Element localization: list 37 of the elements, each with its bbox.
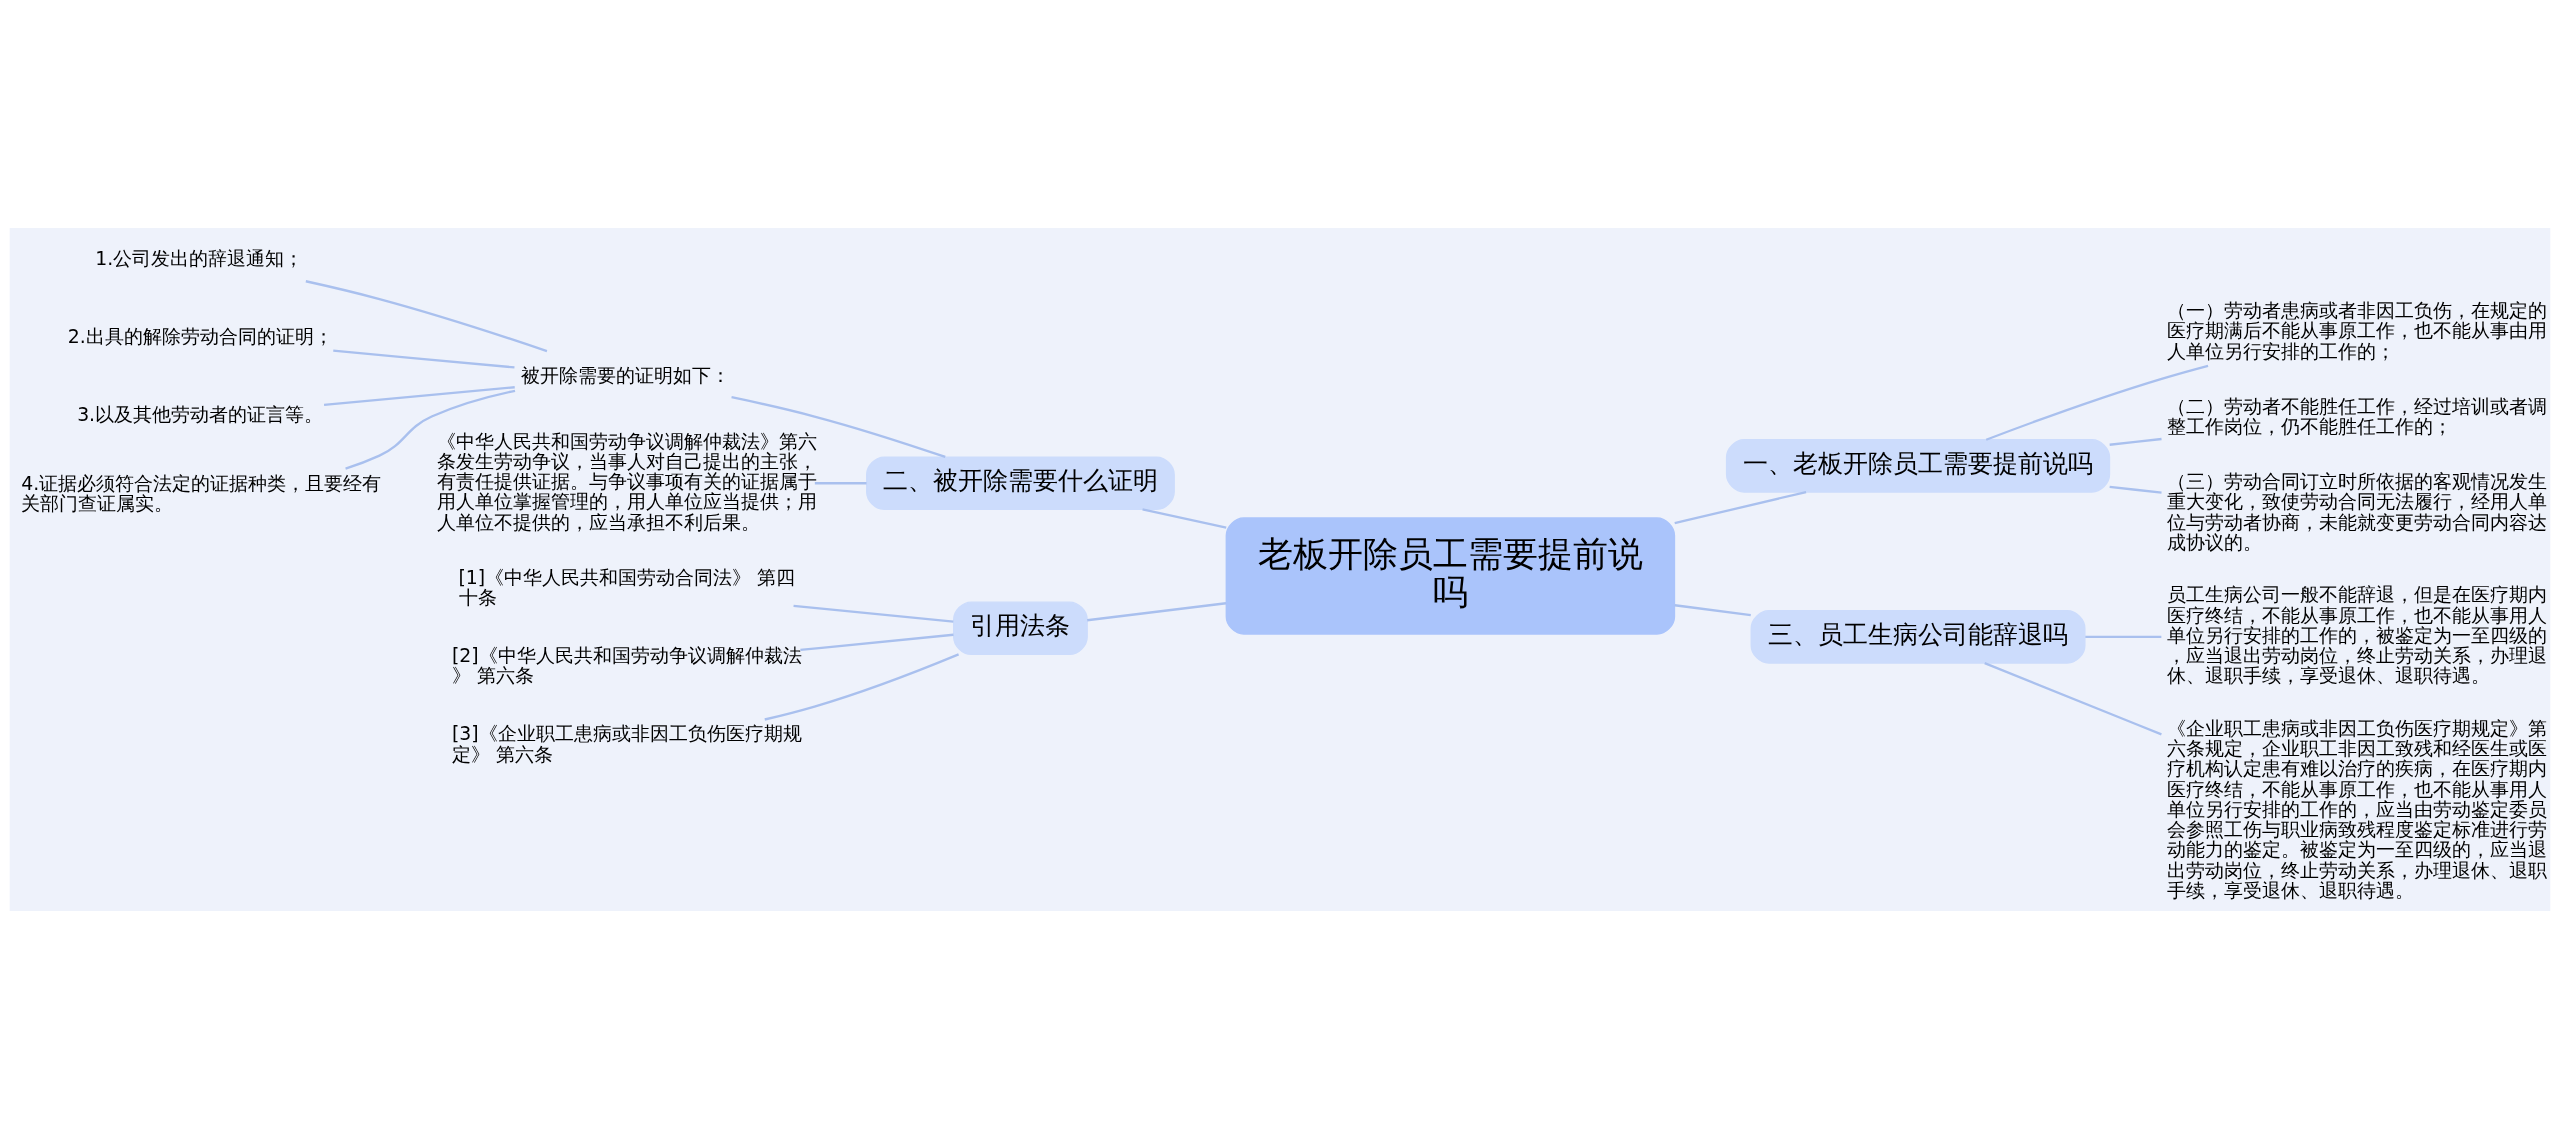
node-text: （三）劳动合同订立时所依据的客观情况发生重大变化，致使劳动合同无法履行，经用人单位与劳动者协商，未能就变更劳动合同内容达成协议的。: [2167, 470, 2548, 553]
connector: [2109, 437, 2162, 446]
node-text: 4.证据必须符合法定的证据种类，且要经有关部门查证属实。: [21, 472, 382, 514]
connector: [1674, 603, 1751, 616]
node-text: 《企业职工患病或非因工负伤医疗期规定》第六条规定，企业职工非因工致残和经医生或医疗机构认定患有难以治疗的疾病，在医疗期内医疗终结，不能从事原工作，也不能从事用人单位另行安排的工作的，应当由劳动鉴定委员会参照工伤与职业病致残程度鉴定标准进行劳动能力的鉴定。被鉴定为一至四级的，应当退出劳动岗位，终止劳动关系，办理退休、退职手续，享受退休、退职待遇。: [2167, 717, 2548, 901]
connector: [764, 652, 960, 721]
connector: [1985, 364, 2209, 441]
node-text: 《中华人民共和国劳动争议调解仲裁法》第六条发生劳动争议，当事人对自己提出的主张，有责任提供证据。与争议事项有关的证据属于用人单位掌握管理的，用人单位应当提供；用人单位不提供的，应当承担不利后果。: [437, 430, 818, 533]
connector: [731, 395, 946, 458]
connector: [814, 481, 867, 484]
node-box: 二、被开除需要什么证明: [866, 455, 1175, 510]
connector: [1674, 490, 1807, 524]
node-box: 老板开除员工需要提前说吗: [1225, 516, 1676, 635]
connector: [345, 389, 516, 470]
node-text: [1]《中华人民共和国劳动合同法》 第四十条: [458, 566, 796, 608]
connector: [800, 633, 954, 651]
node-text: 3.以及其他劳动者的证言等。: [77, 403, 324, 425]
connector: [1087, 601, 1227, 621]
node-box: 引用法条: [953, 600, 1088, 655]
connector: [1984, 661, 2162, 735]
connector: [2109, 485, 2162, 494]
connector: [2085, 635, 2162, 638]
node-text: 被开除需要的证明如下：: [520, 364, 730, 386]
node-text: （一）劳动者患病或者非因工负伤，在规定的医疗期满后不能从事原工作，也不能从事由用人单位另行安排的工作的；: [2167, 299, 2548, 362]
connector: [305, 279, 548, 352]
connector: [793, 604, 954, 623]
node-text: 1.公司发出的辞退通知；: [95, 247, 304, 269]
connector: [323, 385, 515, 406]
node-text: [2]《中华人民共和国劳动争议调解仲裁法》 第六条: [451, 644, 802, 686]
node-text: 员工生病公司一般不能辞退，但是在医疗期内医疗终结，不能从事原工作，也不能从事用人单位另行安排的工作的，被鉴定为一至四级的，应当退出劳动岗位，终止劳动关系，办理退休、退职手续，享受退休、退职待遇。: [2167, 583, 2548, 686]
node-text: 2.出具的解除劳动合同的证明；: [67, 325, 333, 347]
node-box: 一、老板开除员工需要提前说吗: [1725, 438, 2111, 493]
node-text: [3]《企业职工患病或非因工负伤医疗期规定》 第六条: [451, 722, 802, 765]
node-text: （二）劳动者不能胜任工作，经过培训或者调整工作岗位，仍不能胜任工作的；: [2167, 395, 2548, 437]
connector: [1142, 507, 1227, 529]
connector: [333, 349, 515, 369]
node-box: 三、员工生病公司能辞退吗: [1750, 609, 2086, 664]
